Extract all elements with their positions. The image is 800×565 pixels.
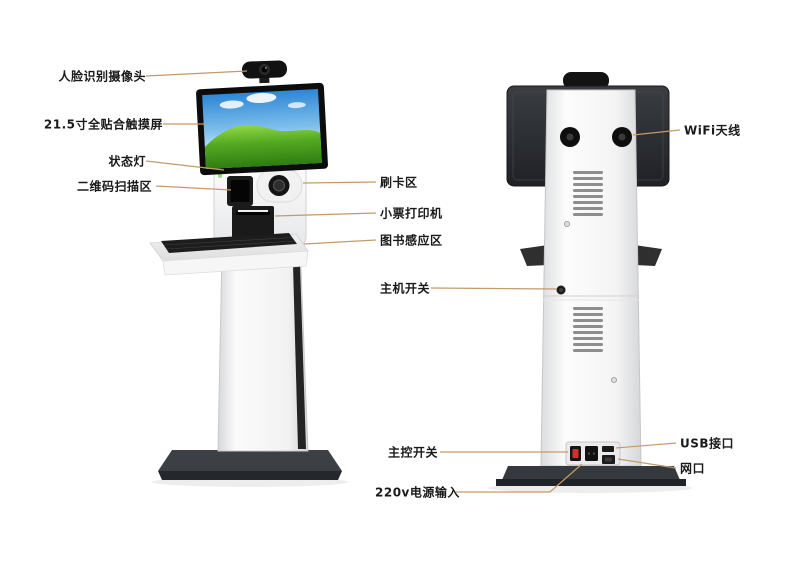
leader-usb-port <box>615 442 677 449</box>
kiosk-back-view <box>488 72 692 493</box>
tray-edge-right <box>634 245 662 266</box>
leader-qr-scan-area <box>155 185 232 191</box>
tray-edge-left <box>520 245 548 266</box>
label-receipt-printer: 小票打印机 <box>380 206 443 221</box>
ports-panel <box>565 441 621 466</box>
label-main-power-switch: 主机开关 <box>380 281 431 296</box>
leader-wifi-antenna <box>632 129 681 136</box>
power-inlet-220v <box>585 446 598 461</box>
touch-screen <box>196 82 328 176</box>
leader-book-sensing-area <box>303 239 377 245</box>
master-control-switch <box>570 446 581 461</box>
usb-port <box>602 446 614 452</box>
label-card-swipe-area: 刷卡区 <box>380 175 418 190</box>
leader-main-power-switch <box>430 287 558 290</box>
label-face-camera: 人脸识别摄像头 <box>58 69 146 84</box>
leader-network-port <box>617 458 677 469</box>
label-usb-port: USB接口 <box>680 436 735 451</box>
label-touch-screen: 21.5寸全贴合触摸屏 <box>43 117 163 132</box>
ethernet-port <box>602 455 615 464</box>
column-side-groove <box>293 264 306 449</box>
kiosk-base <box>158 450 342 480</box>
label-wifi-antenna: WiFi天线 <box>684 123 741 138</box>
label-qr-scan-area: 二维码扫描区 <box>76 179 152 194</box>
kiosk-column <box>217 243 309 452</box>
rear-base <box>496 466 686 486</box>
leader-status-light <box>145 160 225 171</box>
label-book-sensing-area: 图书感应区 <box>380 233 443 248</box>
label-status-light: 状态灯 <box>108 154 146 169</box>
label-master-control-switch: 主控开关 <box>388 445 439 460</box>
label-power-input: 220v电源输入 <box>375 485 460 500</box>
keyboard <box>161 233 297 253</box>
vent-grille-top <box>573 171 603 216</box>
wifi-antenna-left <box>560 127 580 147</box>
face-camera <box>241 60 287 84</box>
main-power-button <box>556 285 566 295</box>
vent-grille-bottom <box>573 307 603 352</box>
label-network-port: 网口 <box>680 461 706 476</box>
leader-lines <box>145 70 681 493</box>
wifi-antenna-right <box>612 127 632 147</box>
leader-face-camera <box>145 70 248 77</box>
leader-card-swipe-area <box>302 181 377 184</box>
leader-receipt-printer <box>274 212 377 217</box>
kiosk-front-view <box>149 60 348 487</box>
rear-column <box>540 89 642 467</box>
keyboard-tray <box>149 233 309 276</box>
leader-power-input <box>456 463 583 493</box>
